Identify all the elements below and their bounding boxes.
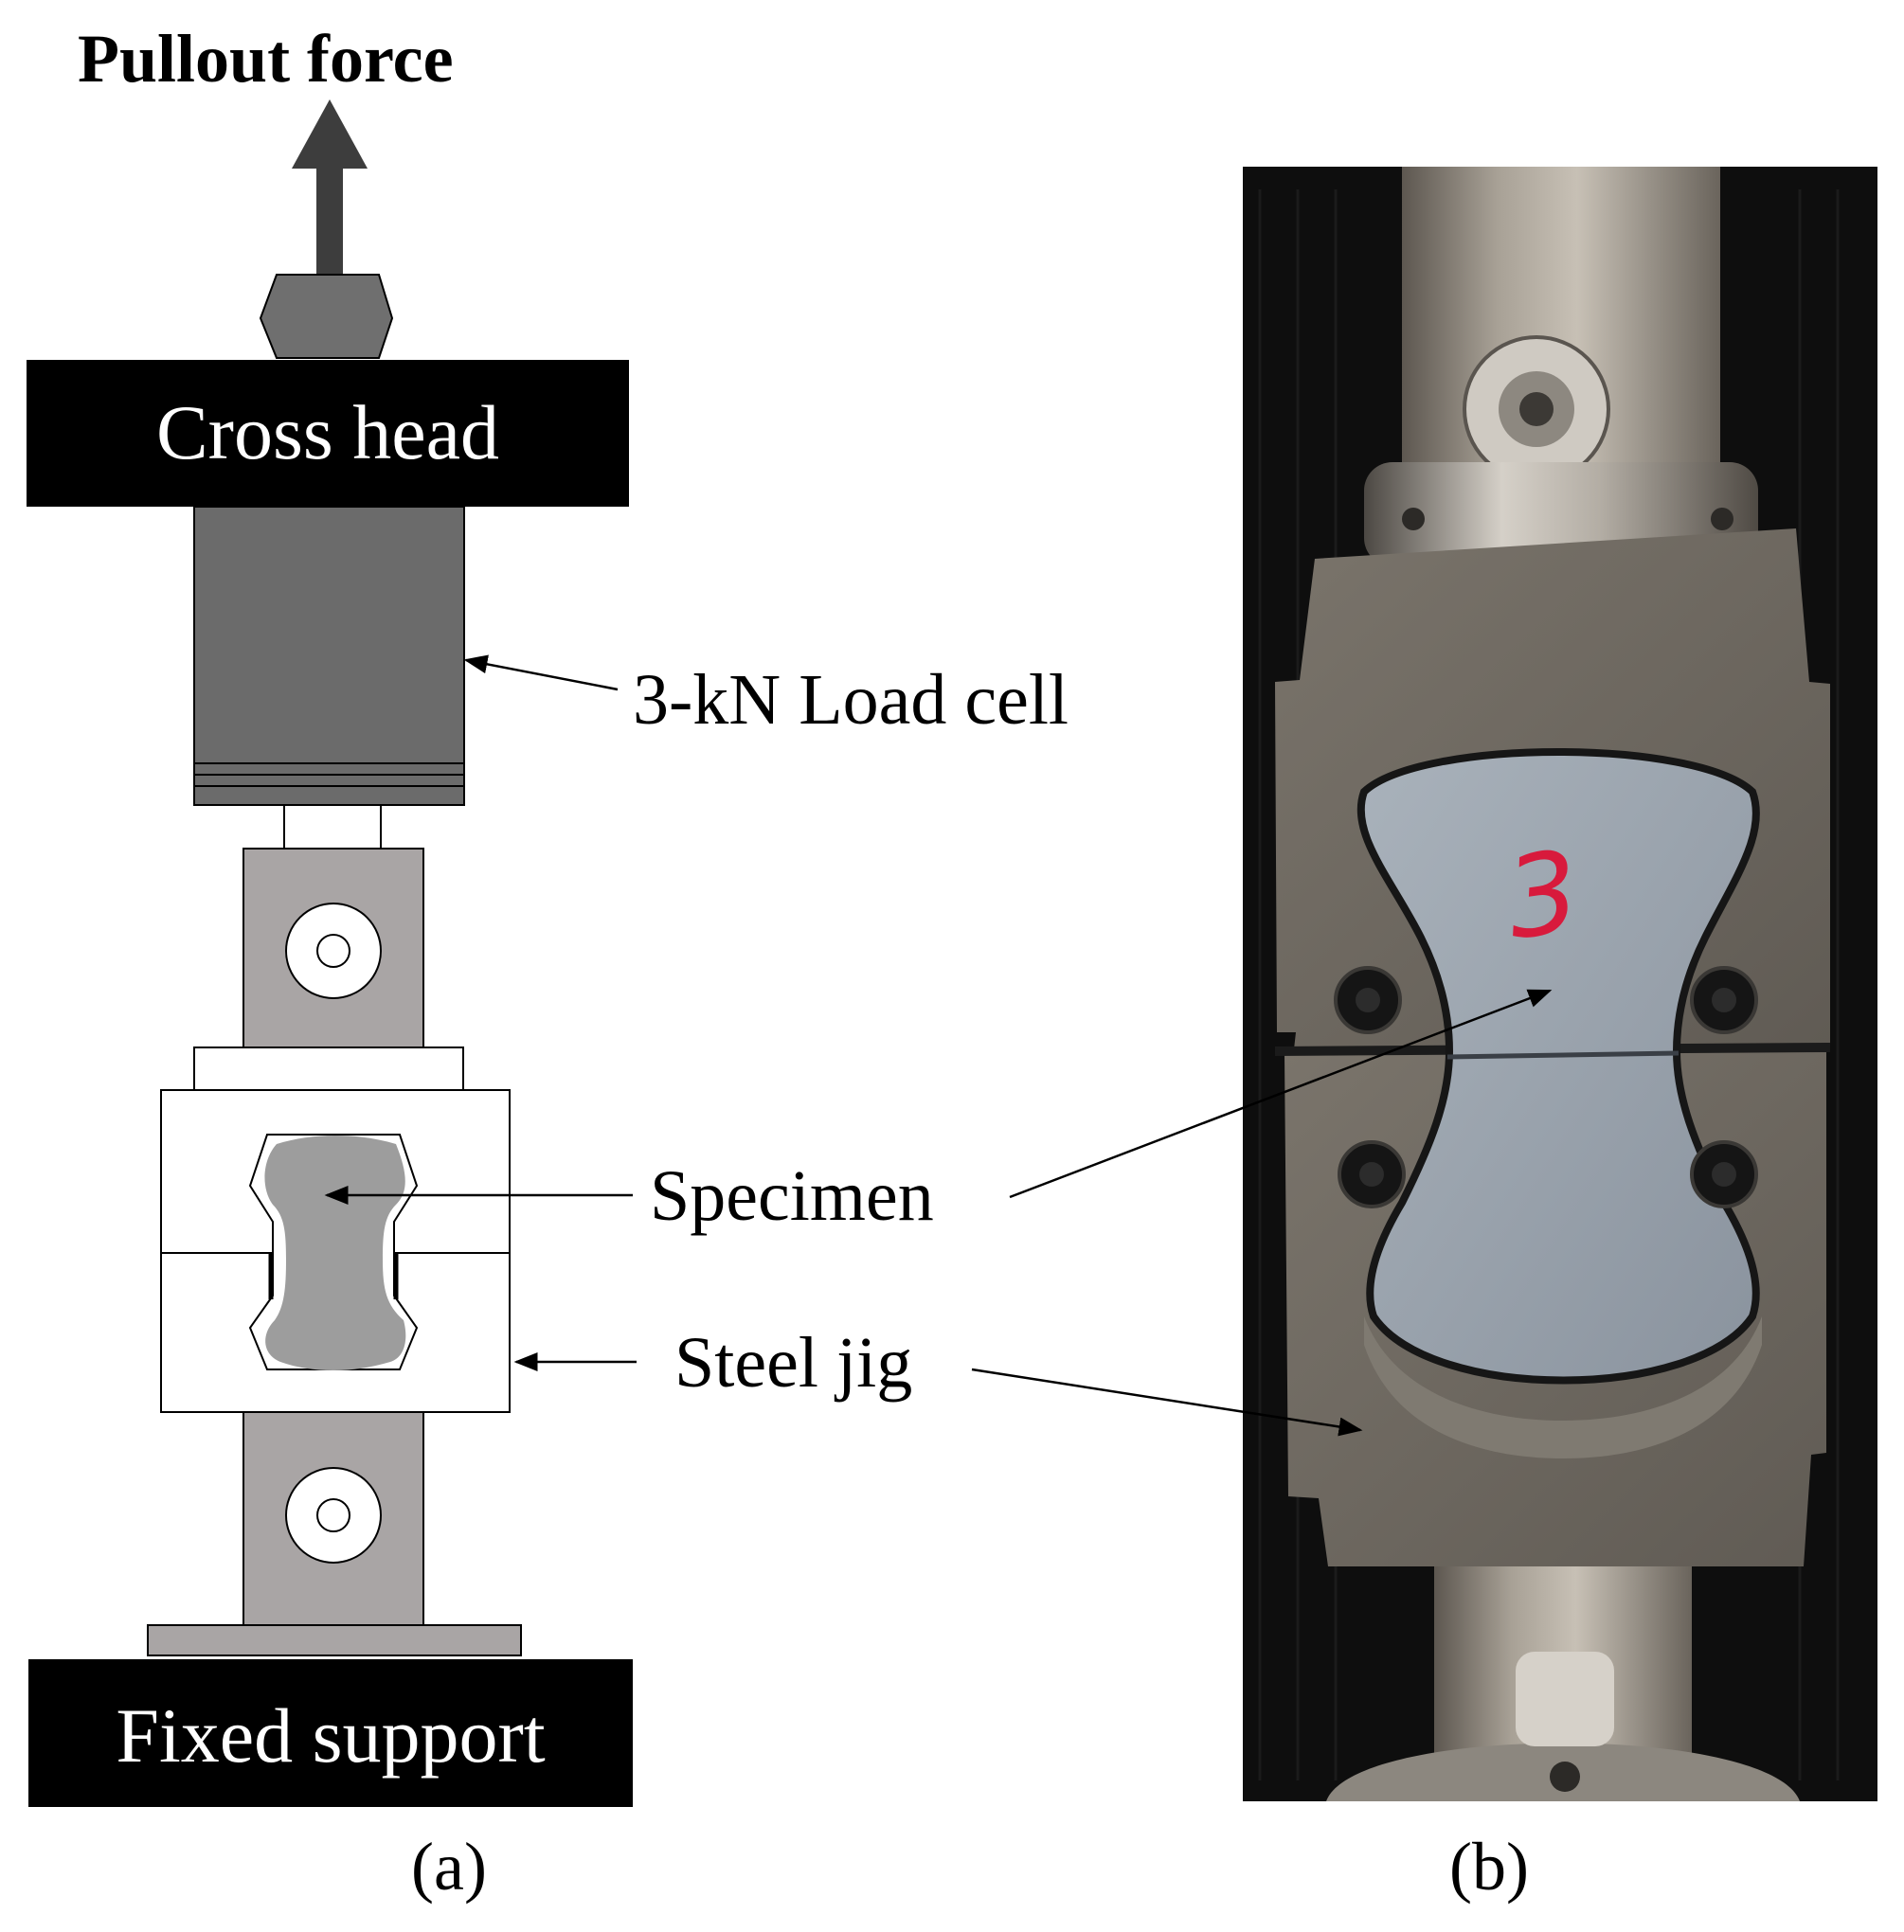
specimen-pointer-b xyxy=(1009,989,1553,1199)
schematic-panel: Pullout force Cross head xyxy=(27,21,1069,1905)
bolt-icon xyxy=(1712,1162,1736,1187)
load-cell-label: 3-kN Load cell xyxy=(633,660,1069,740)
photo-bottom-knob xyxy=(1516,1652,1614,1746)
base-plate xyxy=(147,1624,522,1656)
fixed-support-label: Fixed support xyxy=(116,1692,546,1779)
panel-b-label: (b) xyxy=(1449,1829,1529,1905)
fixed-support-block xyxy=(28,1659,633,1807)
photo-jig-recess xyxy=(1364,1316,1762,1458)
specimen-label: Specimen xyxy=(650,1156,934,1236)
upper-pin-hole-icon xyxy=(316,934,350,968)
photo-bolts xyxy=(1334,966,1758,1208)
pullout-force-label: Pullout force xyxy=(78,21,454,97)
bolt-icon xyxy=(1356,988,1380,1012)
hex-nut-icon xyxy=(259,274,394,359)
photo-top-screw-icon xyxy=(1519,392,1554,426)
cross-head-label: Cross head xyxy=(156,389,499,475)
bolt-icon xyxy=(1712,988,1736,1012)
load-cell-body xyxy=(193,506,465,806)
steel-jig-label: Steel jig xyxy=(674,1323,912,1403)
load-cell-pointer xyxy=(463,654,619,691)
photo-ring-hole-icon xyxy=(1711,508,1733,530)
photo-panel: 3 xyxy=(1243,167,1877,1801)
bolt-icon xyxy=(1359,1162,1384,1187)
photo-bottom-screw-icon xyxy=(1550,1762,1580,1792)
cross-head-block xyxy=(27,360,629,507)
photo-specimen xyxy=(1356,748,1760,1385)
jig-collar xyxy=(193,1046,464,1091)
photo-ring-hole-icon xyxy=(1402,508,1425,530)
lower-pin-hole-icon xyxy=(316,1498,350,1532)
steel-jig-pointer-b xyxy=(971,1368,1363,1437)
pullout-arrow-shaft xyxy=(316,167,343,277)
load-cell-connector xyxy=(283,804,382,850)
photo-specimen-crack xyxy=(1446,1050,1679,1060)
panel-a-label: (a) xyxy=(411,1829,487,1905)
pullout-arrow-head-icon xyxy=(292,99,368,169)
